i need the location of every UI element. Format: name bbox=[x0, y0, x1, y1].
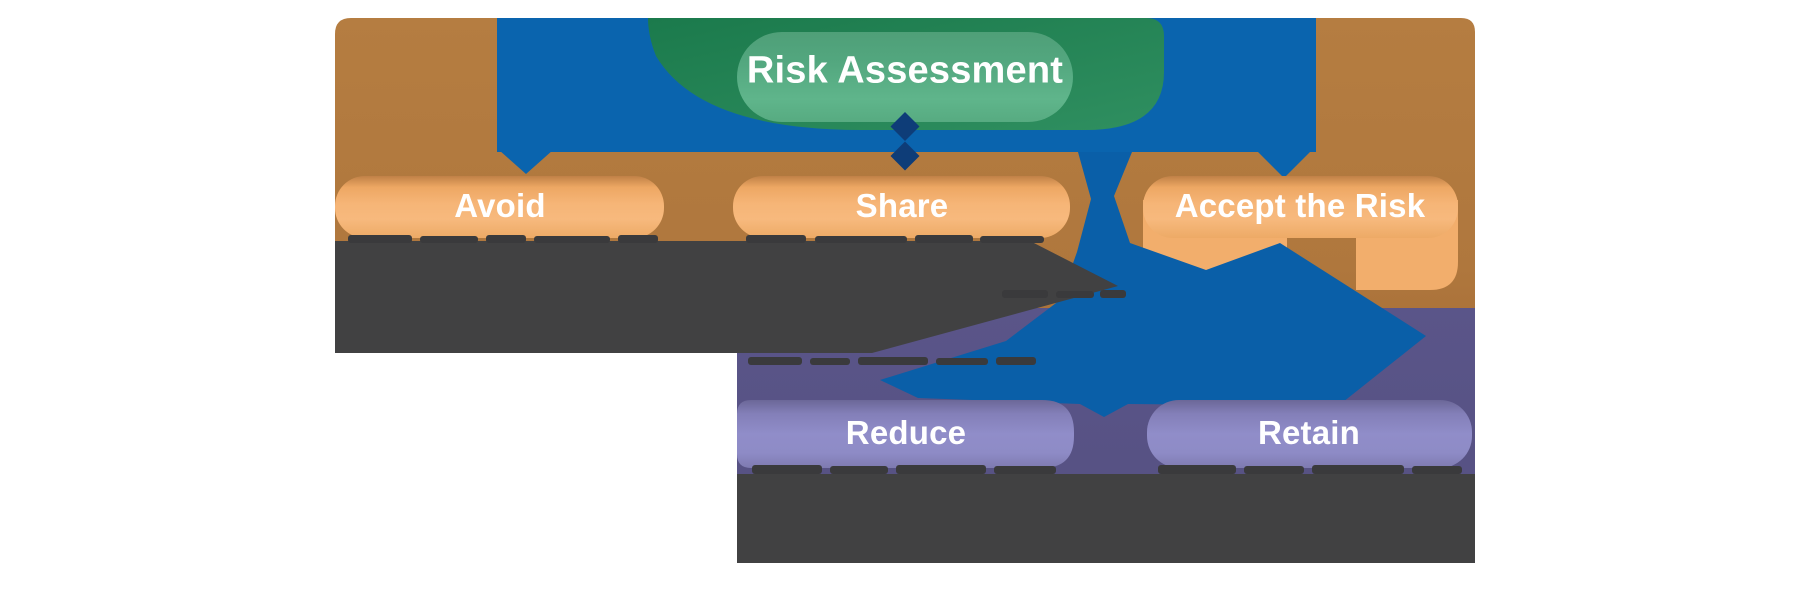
obscured-text-block-bottom bbox=[737, 474, 1475, 563]
retain-pill bbox=[1147, 400, 1472, 468]
accept-the-risk-label: Accept the Risk bbox=[1174, 187, 1426, 224]
risk-assessment-capsule bbox=[737, 32, 1073, 122]
connector-diamond-icon bbox=[890, 112, 920, 141]
obscured-text-block-top bbox=[335, 241, 1118, 353]
avoid-label: Avoid bbox=[454, 187, 546, 224]
reduce-label: Reduce bbox=[845, 414, 967, 451]
blue-connector-arrow bbox=[880, 152, 1426, 417]
share-label: Share bbox=[855, 187, 949, 224]
retain-label: Retain bbox=[1257, 414, 1361, 451]
blue-chevron-left-icon bbox=[499, 150, 553, 174]
reduce-pill bbox=[737, 400, 1074, 468]
share-pill bbox=[733, 176, 1070, 238]
obscured-text-fragments bbox=[348, 235, 1462, 474]
avoid-pill bbox=[335, 176, 664, 238]
accept-pill bbox=[1143, 176, 1458, 238]
blue-chevron-right-icon bbox=[1256, 150, 1312, 178]
connector-diamond-icon bbox=[890, 141, 920, 171]
risk-assessment-label: Risk Assessment bbox=[746, 49, 1064, 92]
